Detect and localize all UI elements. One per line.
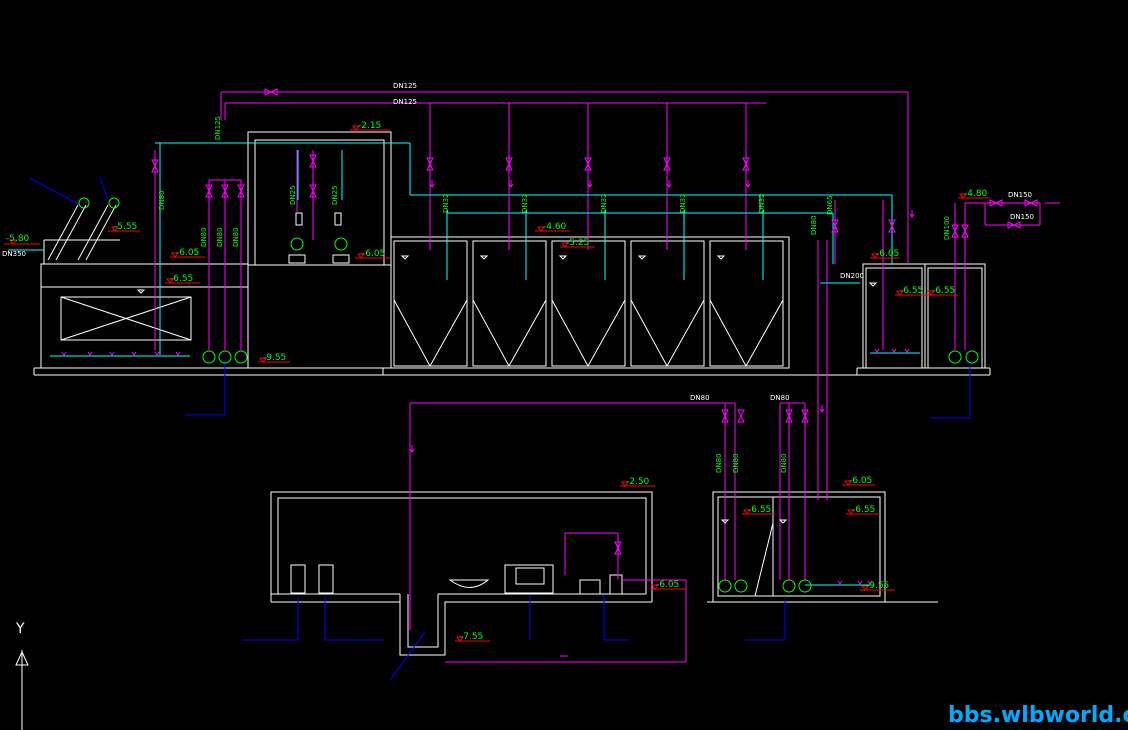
pipe-size-label: DN80 (770, 394, 790, 402)
pipe-size-label: DN125 (393, 82, 417, 90)
secondary-pipes (8, 142, 920, 586)
pumps (78, 197, 979, 593)
elevation-underlines (4, 129, 990, 642)
elevation-label: -6.55 (900, 286, 923, 296)
elevation-label: -9.55 (263, 353, 286, 363)
motor-icon (108, 197, 120, 209)
aeration-box (60, 296, 192, 341)
pipe-size-label: DN80 (216, 227, 224, 247)
sludge-pit (399, 594, 652, 656)
pipe-size-label: DN32 (600, 193, 608, 213)
primary-pipes (154, 91, 1041, 663)
elevation-label: -6.05 (876, 249, 899, 259)
elevation-label: -6.05 (362, 249, 385, 259)
elevation-triangles (9, 125, 967, 642)
elevation-label: -6.05 (656, 580, 679, 590)
structures (33, 131, 991, 656)
pipe-size-label: DN200 (840, 272, 864, 280)
pipe-size-label: DN32 (521, 193, 529, 213)
pump-icon (218, 350, 232, 364)
pump-icon (234, 350, 248, 364)
pump-icon (718, 579, 732, 593)
pump-icon (948, 350, 962, 364)
pipe-size-label: DN150 (1008, 191, 1032, 199)
elevation-label: -2.50 (626, 477, 650, 487)
elevation-label: -4.80 (964, 189, 988, 199)
diffusers (61, 348, 910, 585)
pump-icon (965, 350, 979, 364)
elevation-label: -5.25 (566, 238, 589, 248)
pipe-size-label: DN32 (442, 193, 450, 213)
watermark: bbs.wlbworld.com (948, 703, 1128, 728)
machine-room (270, 491, 653, 602)
regulating-tank (40, 263, 249, 369)
pipe-size-label: DN80 (715, 453, 723, 473)
pipe-size-label: DN80 (780, 453, 788, 473)
elevation-label: -6.55 (170, 274, 193, 284)
axis-y-label: Y (15, 621, 25, 637)
pipe-size-label: DN80 (200, 227, 208, 247)
pump-icon (202, 350, 216, 364)
pipe-size-label: DN80 (232, 227, 240, 247)
ucs-axis-icon (15, 650, 29, 730)
clear-water-tank (862, 263, 986, 369)
elevation-label: -5.55 (114, 222, 137, 232)
elevation-label: -6.05 (849, 476, 872, 486)
pipe-size-label: DN125 (393, 98, 417, 106)
pump-icon (798, 579, 812, 593)
elevation-label: -6.05 (176, 248, 199, 258)
pipe-size-label: DN80 (732, 453, 740, 473)
pipe-size-label: DN350 (2, 250, 26, 258)
elevation-label: -6.55 (932, 286, 955, 296)
pipe-size-label: DN80 (810, 215, 818, 235)
pipe-size-label: DN25 (331, 185, 339, 205)
elevation-label: -6.55 (852, 505, 875, 515)
pipe-size-label: DN80 (158, 190, 166, 210)
blower-icon (334, 237, 348, 251)
pipe-size-label: DN32 (679, 193, 687, 213)
motor-icon (78, 197, 90, 209)
pipe-size-label: DN25 (289, 185, 297, 205)
elevation-label: -6.55 (748, 505, 771, 515)
sbr-tank-group (390, 236, 790, 369)
pump-icon (734, 579, 748, 593)
pump-icon (782, 579, 796, 593)
flow-arrows (409, 180, 1060, 657)
elevation-label: -2.15 (358, 121, 381, 131)
elevation-label: -9.55 (866, 581, 889, 591)
leader-lines (29, 177, 971, 681)
pipe-size-label: DN100 (943, 216, 951, 240)
elevation-label: -4.60 (543, 222, 567, 232)
pipe-size-label: DN65 (826, 195, 834, 215)
pipe-size-label: DN125 (214, 116, 222, 140)
pipe-size-label: DN150 (1010, 213, 1034, 221)
valves (151, 88, 1038, 555)
elevation-label: -5.80 (6, 234, 30, 244)
elevation-label: -7.55 (460, 632, 483, 642)
pipe-size-label: DN32 (758, 193, 766, 213)
blower-icon (290, 237, 304, 251)
water-level-marks (136, 255, 878, 524)
pipe-size-label: DN80 (690, 394, 710, 402)
